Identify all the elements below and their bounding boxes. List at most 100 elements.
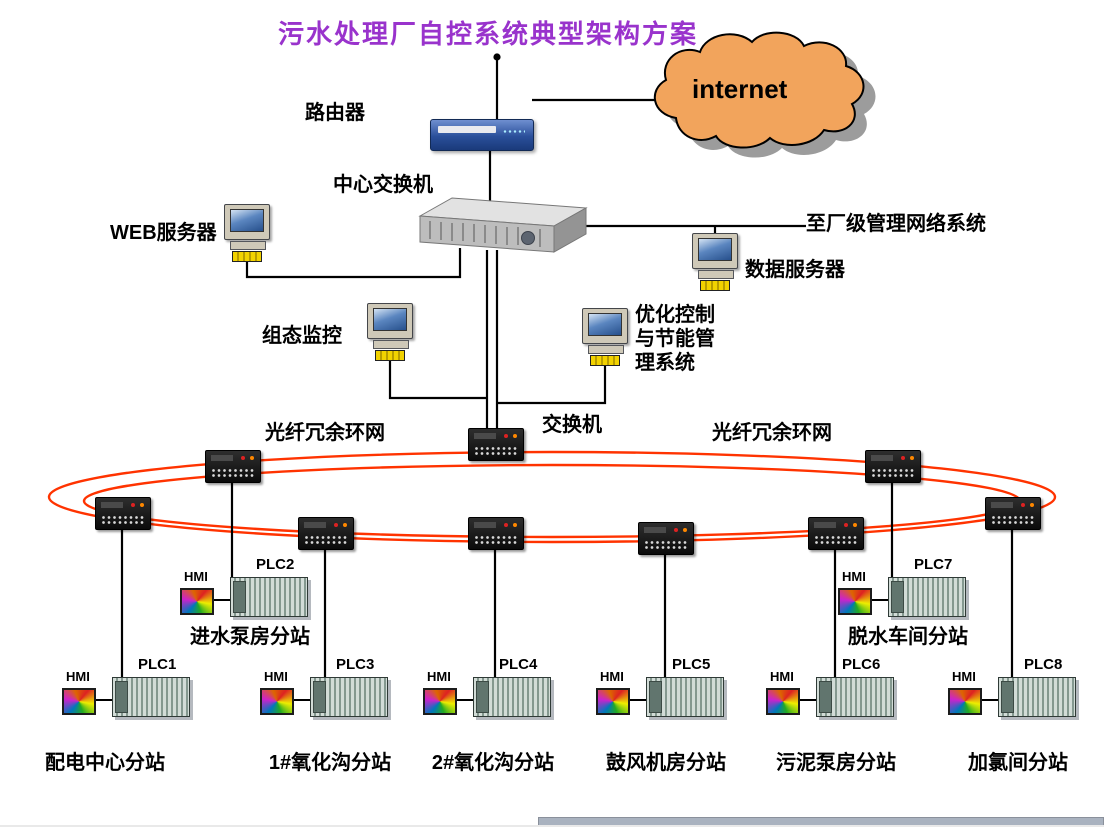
- hmi-icon: [62, 688, 96, 715]
- hmi-cable: [214, 599, 230, 601]
- fiber-ring-label-left: 光纤冗余环网: [265, 422, 385, 444]
- station-jinshui: PLC2 HMI 进水泵房分站: [180, 556, 330, 686]
- internet-cloud-icon: [653, 31, 876, 158]
- plc-rack-icon: [310, 677, 388, 717]
- plc-label: PLC2: [256, 556, 295, 573]
- hmi-icon: [180, 588, 214, 615]
- router-icon: [430, 119, 534, 151]
- station-name: 加氯间分站: [968, 752, 1068, 774]
- hmi-cable: [982, 699, 998, 701]
- station-name: 配电中心分站: [45, 752, 165, 774]
- hmi-label: HMI: [184, 569, 208, 584]
- hmi-cable: [872, 599, 888, 601]
- plc-rack-icon: [112, 677, 190, 717]
- optimization-label: 优化控制 与节能管 理系统: [635, 304, 715, 374]
- plc-label: PLC4: [499, 656, 538, 673]
- plant-network-label: 至厂级管理网络系统: [806, 213, 986, 235]
- ring-switch-icon-5: [468, 517, 524, 550]
- station-gufengji: PLC5 HMI 鼓风机房分站: [596, 656, 746, 786]
- ring-switch-icon-3: [298, 517, 354, 550]
- plc-label: PLC7: [914, 556, 953, 573]
- plc-label: PLC6: [842, 656, 881, 673]
- station-wuni: PLC6 HMI 污泥泵房分站: [766, 656, 916, 786]
- station-peidian: PLC1 HMI 配电中心分站: [45, 656, 212, 786]
- station-name: 脱水车间分站: [848, 626, 968, 648]
- hmi-label: HMI: [264, 669, 288, 684]
- connection-lines: [120, 53, 1014, 680]
- scada-monitor-label: 组态监控: [262, 325, 342, 347]
- plc-rack-icon: [816, 677, 894, 717]
- plc-rack-icon: [998, 677, 1076, 717]
- hmi-cable: [294, 699, 310, 701]
- station-jialü: PLC8 HMI 加氯间分站: [948, 656, 1098, 786]
- plc-label: PLC3: [336, 656, 375, 673]
- plc-label: PLC1: [138, 656, 177, 673]
- ring-switch-icon-7: [808, 517, 864, 550]
- data-server-icon: [690, 233, 740, 293]
- station-name: 1#氧化沟分站: [268, 752, 392, 774]
- monitor: [367, 303, 413, 339]
- monitor: [582, 308, 628, 344]
- window-edge: [0, 825, 1104, 827]
- hmi-label: HMI: [427, 669, 451, 684]
- keyboard: [590, 355, 620, 366]
- hmi-label: HMI: [952, 669, 976, 684]
- central-switch-icon: [418, 197, 588, 253]
- hmi-icon: [948, 688, 982, 715]
- central-switch-label: 中心交换机: [333, 174, 433, 196]
- computer-case: [230, 241, 266, 250]
- plc-label: PLC5: [672, 656, 711, 673]
- router-faceplate: [438, 126, 496, 133]
- web-server-label: WEB服务器: [110, 222, 217, 244]
- ring-switch-icon-upper-left: [205, 450, 261, 483]
- hmi-label: HMI: [66, 669, 90, 684]
- hmi-icon: [260, 688, 294, 715]
- hmi-cable: [457, 699, 473, 701]
- ring-switch-icon-top-center: [468, 428, 524, 461]
- station-yanghuagou1: PLC3 HMI 1#氧化沟分站: [260, 656, 410, 786]
- plc-rack-icon: [646, 677, 724, 717]
- hmi-icon: [838, 588, 872, 615]
- station-name: 2#氧化沟分站: [431, 752, 555, 774]
- station-yanghuagou2: PLC4 HMI 2#氧化沟分站: [423, 656, 573, 786]
- monitor: [224, 204, 270, 240]
- ring-switch-icon-upper-right: [865, 450, 921, 483]
- optimization-pc-icon: [580, 308, 630, 368]
- hmi-cable: [96, 699, 112, 701]
- scada-monitor-icon: [365, 303, 415, 363]
- hmi-label: HMI: [770, 669, 794, 684]
- fiber-ring-label-right: 光纤冗余环网: [712, 422, 832, 444]
- keyboard: [375, 350, 405, 361]
- hmi-cable: [800, 699, 816, 701]
- hmi-cable: [630, 699, 646, 701]
- keyboard: [700, 280, 730, 291]
- ring-switch-icon-far-right: [985, 497, 1041, 530]
- internet-label: internet: [692, 74, 788, 104]
- station-name: 鼓风机房分站: [606, 752, 726, 774]
- computer-case: [373, 340, 409, 349]
- hmi-label: HMI: [842, 569, 866, 584]
- hmi-label: HMI: [600, 669, 624, 684]
- router-label: 路由器: [305, 102, 365, 124]
- monitor: [692, 233, 738, 269]
- ring-switch-icon-6: [638, 522, 694, 555]
- hmi-icon: [596, 688, 630, 715]
- data-server-label: 数据服务器: [745, 259, 845, 281]
- web-server-icon: [222, 204, 272, 264]
- ring-switch-icon-far-left: [95, 497, 151, 530]
- page-title: 污水处理厂自控系统典型架构方案: [278, 19, 699, 49]
- ring-switch-label: 交换机: [542, 414, 602, 436]
- plc-rack-icon: [230, 577, 308, 617]
- station-name: 进水泵房分站: [190, 626, 310, 648]
- plc-rack-icon: [888, 577, 966, 617]
- hmi-icon: [766, 688, 800, 715]
- plc-label: PLC8: [1024, 656, 1063, 673]
- plc-rack-icon: [473, 677, 551, 717]
- keyboard: [232, 251, 262, 262]
- hmi-icon: [423, 688, 457, 715]
- router-leds: [503, 129, 525, 135]
- computer-case: [698, 270, 734, 279]
- computer-case: [588, 345, 624, 354]
